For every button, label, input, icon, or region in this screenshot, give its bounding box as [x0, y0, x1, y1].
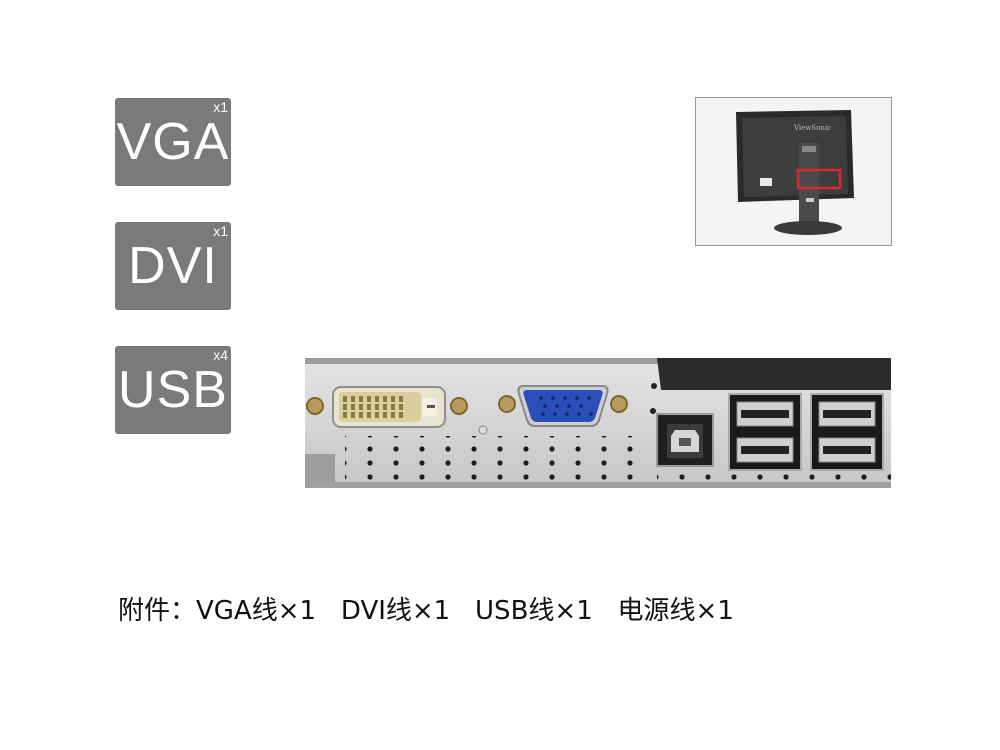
- accessories-prefix: 附件：: [118, 596, 197, 626]
- accessory-power-cable: 电源线×1: [617, 596, 734, 626]
- vga-port: [498, 385, 628, 427]
- ports-illustration: [305, 358, 891, 488]
- accessory-usb-cable: USB线×1: [475, 596, 593, 626]
- dvi-port: [306, 386, 468, 428]
- monitor-thumbnail: ViewSonic: [695, 97, 892, 246]
- vga-badge: x1 VGA: [115, 98, 231, 186]
- dvi-badge: x1 DVI: [115, 222, 231, 310]
- vga-count: x1: [213, 99, 228, 115]
- usb-b-port: [656, 413, 714, 467]
- ports-photo: [305, 358, 891, 488]
- usb-label: USB: [118, 361, 228, 419]
- vga-label: VGA: [116, 113, 230, 171]
- usb-count: x4: [213, 347, 228, 363]
- usb-a-stack-left: [728, 393, 802, 471]
- accessory-dvi-cable: DVI线×1: [340, 596, 451, 626]
- usb-badge: x4 USB: [115, 346, 231, 434]
- monitor-rear-illustration: ViewSonic: [696, 98, 891, 245]
- usb-a-stack-right: [810, 393, 884, 471]
- dvi-count: x1: [213, 223, 228, 239]
- accessory-vga-cable: VGA线×1: [196, 596, 317, 626]
- dvi-label: DVI: [128, 237, 218, 295]
- highlight-box: [796, 168, 842, 190]
- accessories-line: 附件：VGA线×1 DVI线×1 USB线×1 电源线×1: [118, 590, 734, 627]
- brand-text: ViewSonic: [793, 124, 831, 132]
